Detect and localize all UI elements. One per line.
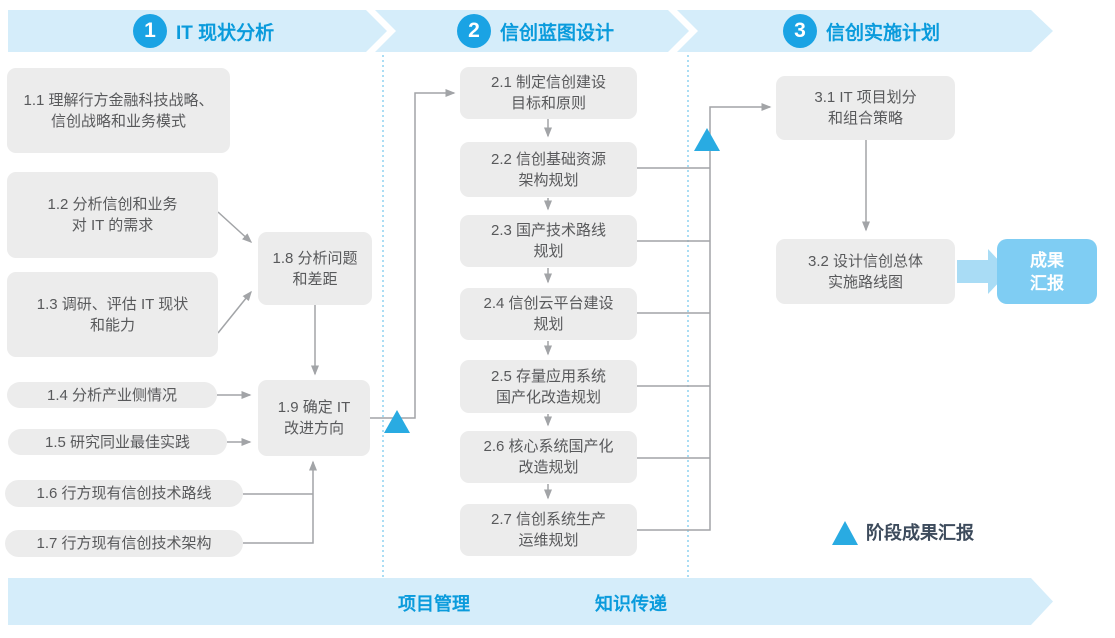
box-text: 和能力 (89, 316, 135, 334)
box-text: 1.1 理解行方金融科技战略、 (23, 91, 214, 109)
box-text: 2.4 信创云平台建设 (483, 295, 614, 312)
box-text: 国产化改造规划 (495, 388, 601, 406)
box-2-5: 2.5 存量应用系统 国产化改造规划 (460, 360, 637, 413)
box-text: 改造规划 (518, 459, 579, 476)
box-2-6: 2.6 核心系统国产化 改造规划 (460, 431, 637, 483)
box-1-5: 1.5 研究同业最佳实践 (8, 429, 227, 455)
box-1-4: 1.4 分析产业侧情况 (7, 382, 217, 408)
box-text: 架构规划 (518, 171, 579, 189)
box-text: 1.8 分析问题 (272, 249, 358, 267)
box-text: 对 IT 的需求 (71, 217, 154, 234)
phase-1-header: 1 IT 现状分析 (133, 10, 274, 52)
box-text: 2.6 核心系统国产化 (483, 438, 614, 455)
box-3-2: 3.2 设计信创总体 实施路线图 (776, 239, 955, 304)
result-text: 成果 (1030, 250, 1064, 270)
phase-number: 2 (468, 19, 480, 42)
box-3-1: 3.1 IT 项目划分 和组合策略 (776, 76, 955, 140)
box-1-6: 1.6 行方现有信创技术路线 (5, 480, 243, 507)
phase-number: 1 (144, 19, 156, 42)
box-text: 2.3 国产技术路线 (490, 222, 607, 239)
phase-3-number-badge: 3 (783, 14, 817, 48)
box-text: 2.2 信创基础资源 (490, 150, 607, 168)
box-text: 3.1 IT 项目划分 (814, 89, 917, 106)
box-text: 运维规划 (518, 532, 579, 549)
phase-header-band: 1 IT 现状分析 2 信创蓝图设计 3 信创实施计划 (8, 10, 1053, 52)
box-1-1: 1.1 理解行方金融科技战略、 信创战略和业务模式 (7, 68, 230, 153)
phase-1-number-badge: 1 (133, 14, 167, 48)
legend-triangle (832, 521, 858, 545)
phase-3-title: 信创实施计划 (826, 22, 941, 44)
box-text: 规划 (533, 243, 564, 260)
box-2-3: 2.3 国产技术路线 规划 (460, 215, 637, 267)
box-text: 和差距 (292, 270, 338, 288)
box-text: 改进方向 (283, 420, 344, 437)
box-text: 目标和原则 (510, 95, 586, 112)
box-text: 1.7 行方现有信创技术架构 (36, 535, 212, 552)
box-1-8: 1.8 分析问题 和差距 (258, 232, 372, 305)
box-text: 和组合策略 (827, 110, 903, 127)
box-text: 1.3 调研、评估 IT 现状 (36, 295, 189, 313)
box-text: 1.5 研究同业最佳实践 (44, 433, 191, 451)
footer-band: 项目管理 知识传递 (8, 578, 1053, 625)
result-report-box: 成果 汇报 (997, 239, 1097, 304)
footer-project-management: 项目管理 (398, 594, 470, 614)
box-1-9: 1.9 确定 IT 改进方向 (258, 380, 370, 456)
milestone-triangle-phase2 (694, 128, 720, 151)
box-text: 信创战略和业务模式 (50, 112, 186, 130)
box-1-7: 1.7 行方现有信创技术架构 (5, 530, 243, 557)
box-2-7: 2.7 信创系统生产 运维规划 (460, 504, 637, 556)
box-1-3: 1.3 调研、评估 IT 现状 和能力 (7, 272, 218, 357)
box-text: 2.5 存量应用系统 (490, 367, 607, 385)
legend-label: 阶段成果汇报 (866, 523, 974, 543)
box-text: 1.2 分析信创和业务 (47, 196, 178, 213)
box-2-2: 2.2 信创基础资源 架构规划 (460, 142, 637, 197)
phase-3-header: 3 信创实施计划 (783, 10, 940, 52)
milestone-triangle-phase1 (384, 410, 410, 433)
box-text: 2.1 制定信创建设 (490, 74, 607, 91)
box-2-4: 2.4 信创云平台建设 规划 (460, 288, 637, 340)
phase-2-number-badge: 2 (457, 14, 491, 48)
box-text: 2.7 信创系统生产 (490, 511, 607, 528)
box-2-1: 2.1 制定信创建设 目标和原则 (460, 67, 637, 119)
box-text: 1.9 确定 IT (277, 399, 351, 416)
phase-2-title: 信创蓝图设计 (500, 22, 615, 44)
result-text: 汇报 (1030, 273, 1064, 293)
phase-number: 3 (794, 19, 806, 42)
box-text: 1.6 行方现有信创技术路线 (36, 485, 212, 502)
connector-lines (217, 89, 870, 544)
box-text: 规划 (533, 316, 564, 333)
result-block-arrow (957, 249, 1009, 294)
box-text: 1.4 分析产业侧情况 (46, 386, 178, 404)
footer-knowledge-transfer: 知识传递 (595, 594, 667, 614)
phase-2-header: 2 信创蓝图设计 (457, 10, 614, 52)
box-1-2: 1.2 分析信创和业务 对 IT 的需求 (7, 172, 218, 258)
phase-1-title: IT 现状分析 (176, 22, 275, 44)
box-text: 实施路线图 (827, 273, 903, 291)
box-text: 3.2 设计信创总体 (807, 252, 924, 270)
